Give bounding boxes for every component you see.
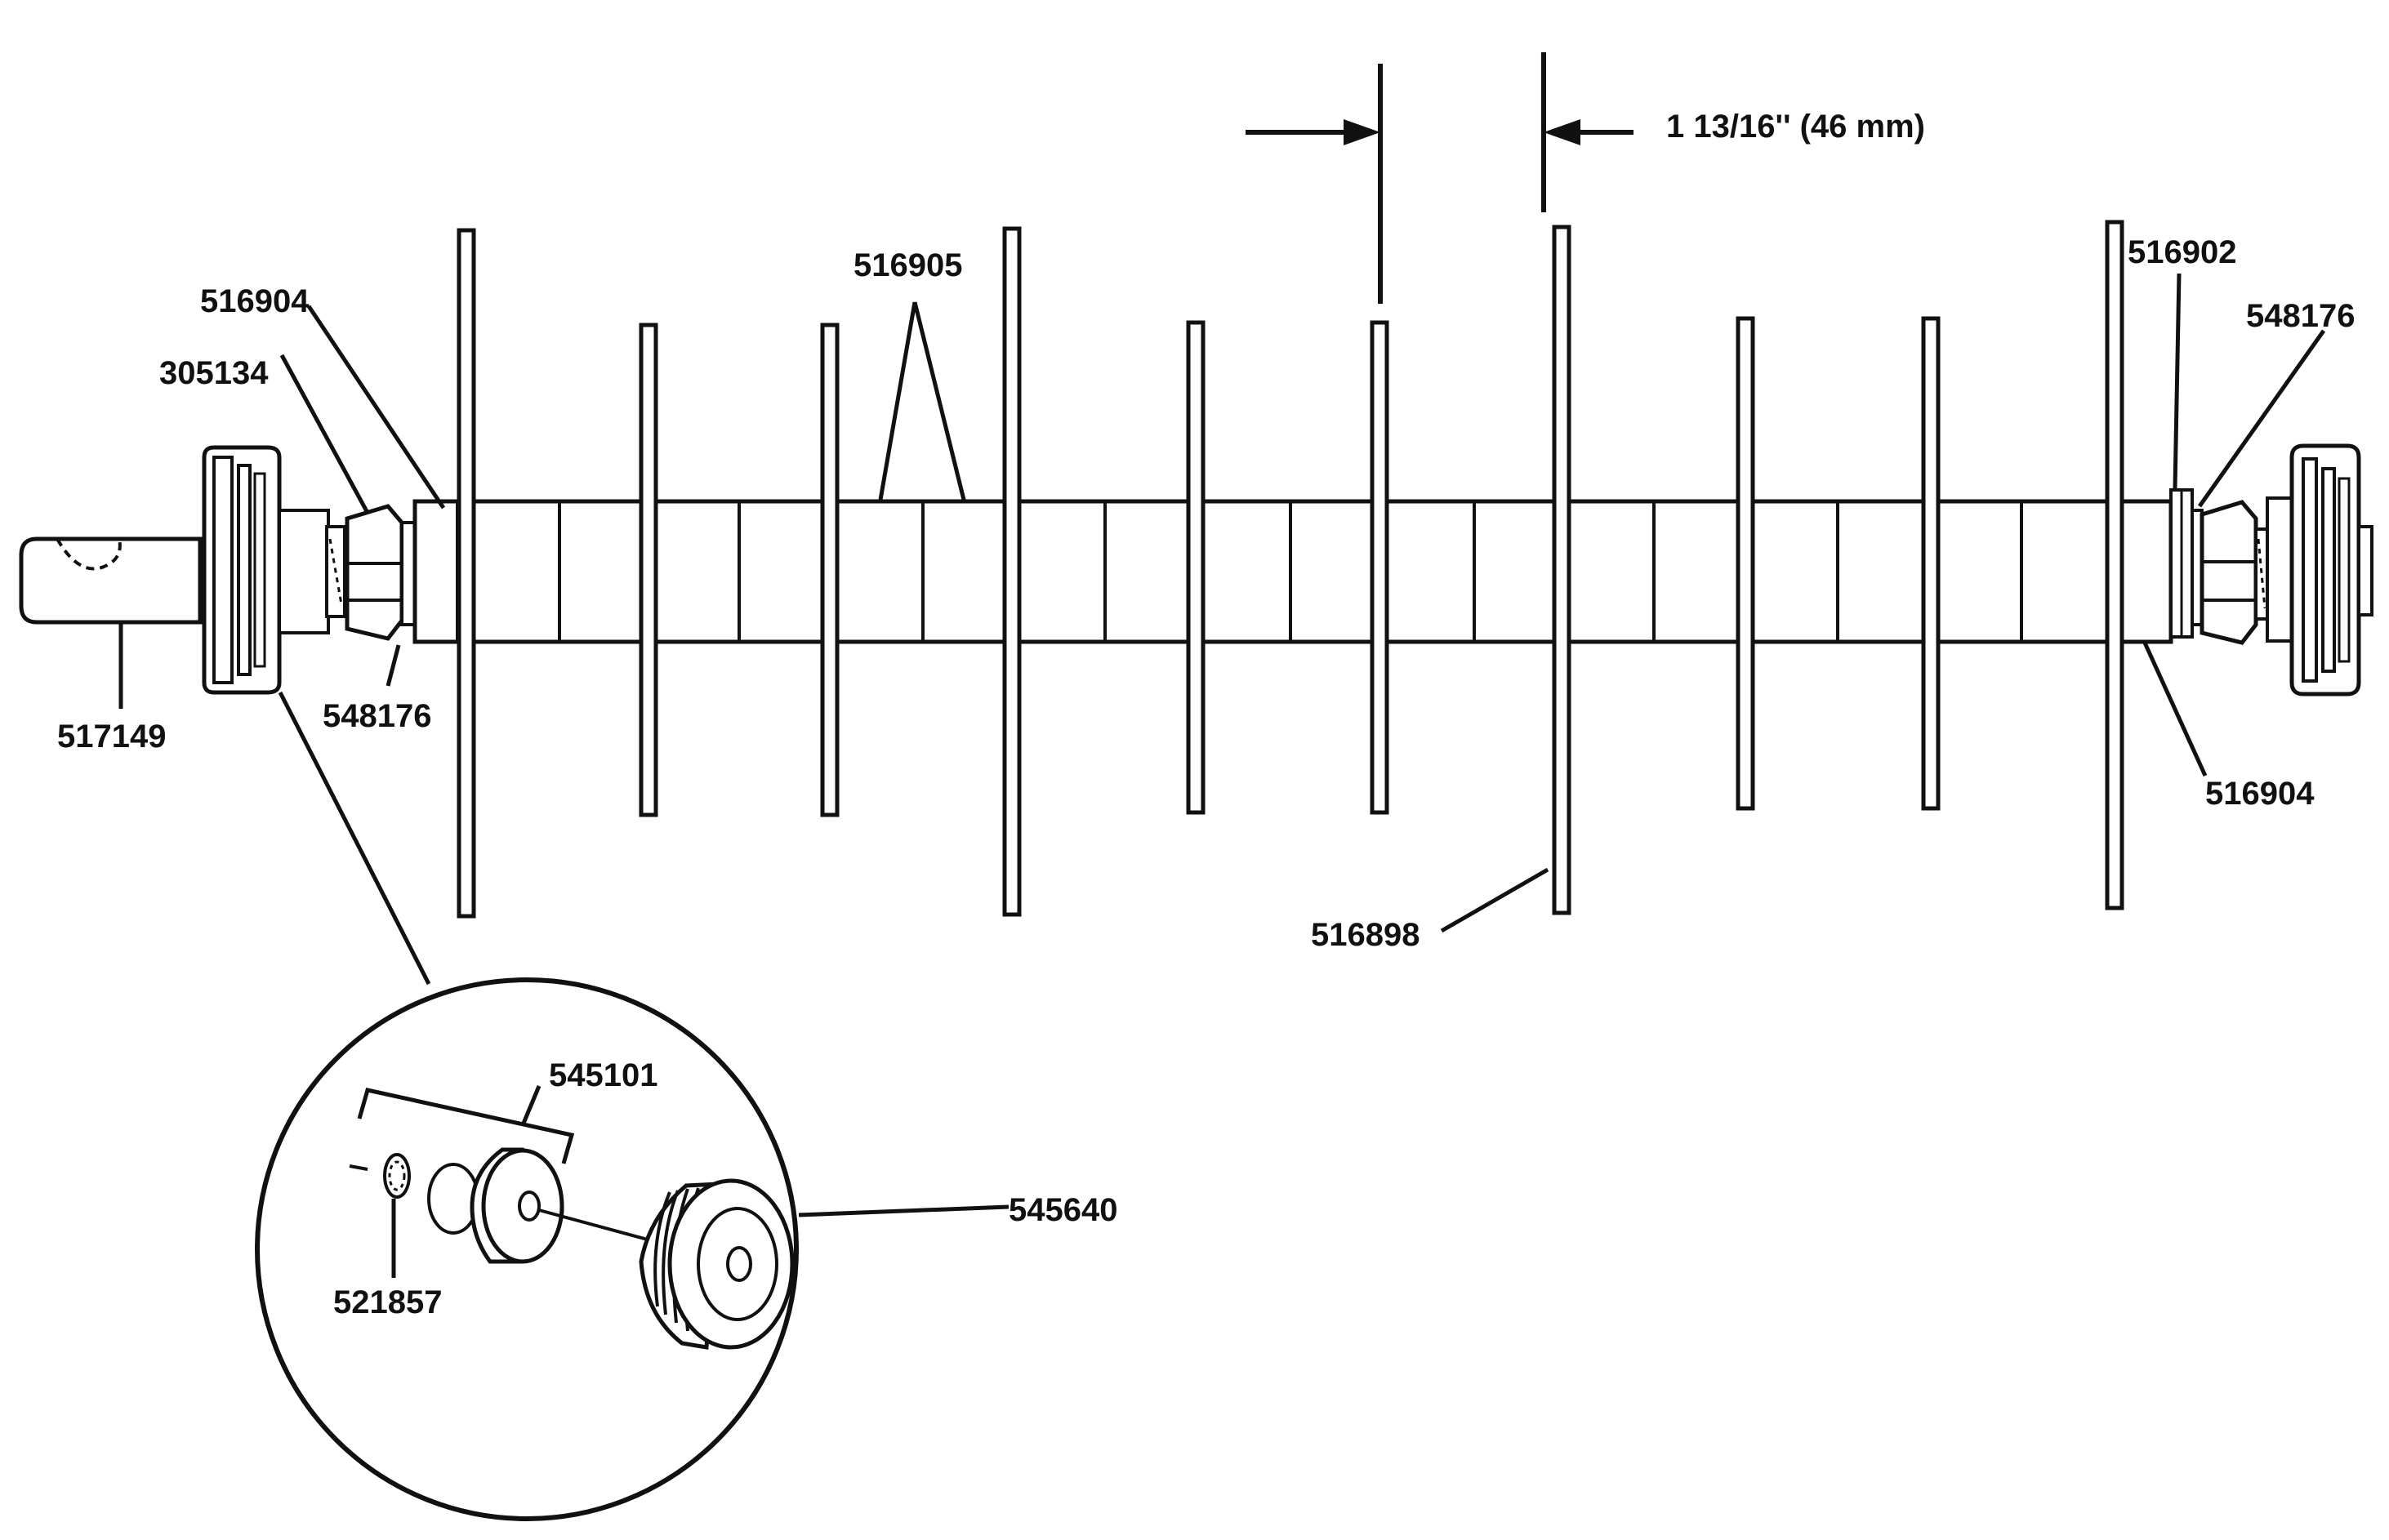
left-pulley-wheel (202, 445, 330, 695)
roller-wheel-leader (798, 1204, 1010, 1217)
tine-disc-6 (1370, 320, 1389, 815)
part-labels: 516904 305134 516905 516902 548176 51714… (57, 234, 2355, 953)
label-left-nut-washer: 305134 (159, 355, 269, 391)
tine-disc-2 (639, 323, 658, 817)
label-right-nut: 548176 (2246, 298, 2355, 334)
tine-disc-1 (457, 228, 476, 919)
leader-lines (118, 273, 2326, 986)
right-nut-stack (2169, 488, 2269, 645)
label-left-nut: 548176 (323, 698, 431, 734)
left-stub-shaft (19, 536, 203, 625)
dimension-arrow-left-head (1344, 119, 1380, 145)
spacer-tube-body (412, 499, 2173, 644)
tine-disc-7 (1552, 225, 1571, 915)
tine-disc-5 (1186, 320, 1206, 815)
tine-disc-10 (2105, 220, 2124, 910)
bearing-kit-leader (520, 1085, 542, 1126)
right-pulley-wheel (2266, 443, 2373, 697)
left-nut-stack (325, 504, 417, 641)
roller-wheel-part (639, 1178, 795, 1350)
tine-disc-3 (820, 323, 840, 817)
dimension-indicator: 1 13/16'' (46 mm) (1246, 52, 1925, 304)
label-right-shim: 516902 (2128, 234, 2236, 270)
label-roller-wheel: 545640 (1009, 1192, 1117, 1228)
main-spacer-tube (412, 499, 2173, 644)
tine-disc-9 (1921, 316, 1941, 811)
tine-disc-8 (1736, 316, 1755, 811)
bearing-kit-bracket (357, 1088, 575, 1164)
label-left-top-spacer: 516904 (200, 283, 310, 319)
tine-disc-4 (1002, 226, 1022, 917)
label-retaining-ring: 521857 (333, 1284, 442, 1320)
label-center-spacer-pair: 516905 (854, 247, 962, 283)
label-left-shaft: 517149 (57, 719, 166, 754)
dimension-label: 1 13/16'' (46 mm) (1666, 109, 1925, 145)
label-tine-disc: 516898 (1311, 917, 1420, 953)
tine-discs (457, 220, 2124, 919)
bearing-part (427, 1147, 564, 1264)
dimension-arrow-right-head (1544, 119, 1580, 145)
label-bearing-kit: 545101 (549, 1057, 657, 1093)
detail-inset: 545101 521857 545640 (255, 977, 1117, 1521)
retaining-ring-part (349, 1153, 411, 1278)
label-right-bottom-spacer: 516904 (2205, 776, 2315, 812)
